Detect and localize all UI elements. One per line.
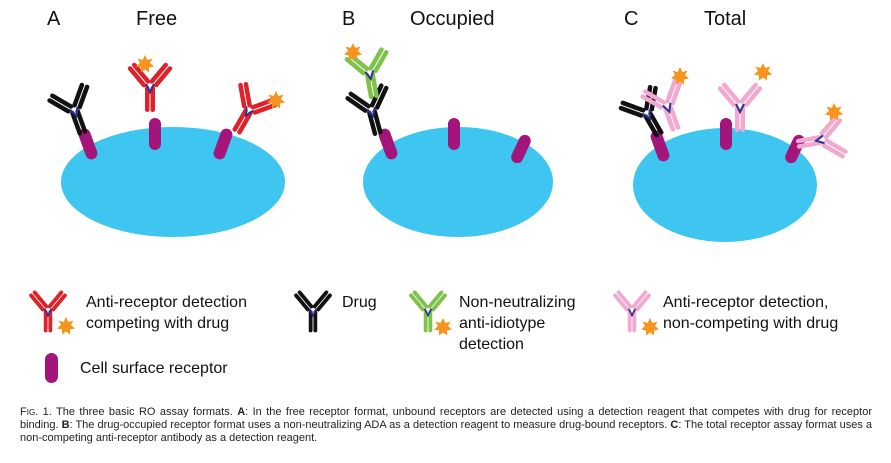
legend-receptor: Cell surface receptor	[80, 360, 228, 377]
cell-b	[363, 127, 553, 237]
panel-a-title: Free	[136, 8, 178, 30]
caption-a-text: : In the free receptor format, unbound r…	[20, 406, 872, 431]
receptor	[78, 128, 98, 160]
receptor	[448, 118, 460, 150]
cell-c	[633, 128, 817, 242]
legend-line: Anti-receptor detection,	[663, 294, 829, 311]
caption-a-label: A	[237, 406, 246, 418]
caption-c-text: : The total receptor assay format uses a…	[20, 419, 872, 444]
legend-icon-receptor	[45, 353, 58, 383]
competing-detection-antibody	[126, 61, 174, 112]
caption-intro: The three basic RO assay formats.	[51, 406, 238, 418]
receptor	[720, 118, 732, 150]
legend-label-star	[57, 317, 75, 335]
panel-a	[44, 55, 285, 237]
legend-line: Anti-receptor detection	[86, 294, 247, 311]
legend-anti-receptor-noncompeting: Anti-receptor detection, non-competing w…	[663, 292, 838, 334]
receptor	[213, 128, 233, 160]
figure-caption: Fig. 1. The three basic RO assay formats…	[20, 406, 872, 445]
panel-b-letter: B	[342, 8, 356, 30]
legend-anti-idiotype: Non-neutralizing anti-idiotype detection	[459, 292, 576, 355]
legend-line: competing with drug	[86, 315, 230, 332]
receptor	[149, 118, 161, 150]
legend-anti-receptor-competing: Anti-receptor detection competing with d…	[86, 292, 247, 334]
caption-c-label: C	[670, 419, 679, 431]
receptor	[511, 134, 531, 164]
legend-line: non-competing with drug	[663, 315, 839, 332]
legend-label-star	[641, 318, 659, 336]
legend-line: detection	[459, 336, 524, 353]
legend-drug: Drug	[342, 294, 377, 311]
ro-assay-diagram	[28, 43, 850, 383]
legend-label-star	[434, 318, 452, 336]
drug-antibody	[44, 79, 105, 143]
label-star	[754, 63, 772, 81]
legend-icon-drug	[293, 289, 333, 333]
panel-b	[342, 43, 553, 237]
legend-line: anti-idiotype	[459, 315, 546, 332]
caption-b-text: : The drug-occupied receptor format uses…	[69, 419, 671, 431]
panel-a-letter: A	[47, 8, 61, 30]
panel-c	[614, 63, 850, 242]
receptor	[650, 130, 670, 162]
legend-line: Non-neutralizing	[459, 294, 576, 311]
cell-a	[61, 127, 285, 237]
panel-c-title: Total	[704, 8, 747, 30]
panel-c-letter: C	[624, 8, 639, 30]
panel-b-title: Occupied	[410, 8, 495, 30]
caption-fig-label: Fig. 1.	[20, 406, 52, 418]
receptor	[378, 128, 398, 160]
caption-b-label: B	[61, 419, 70, 431]
